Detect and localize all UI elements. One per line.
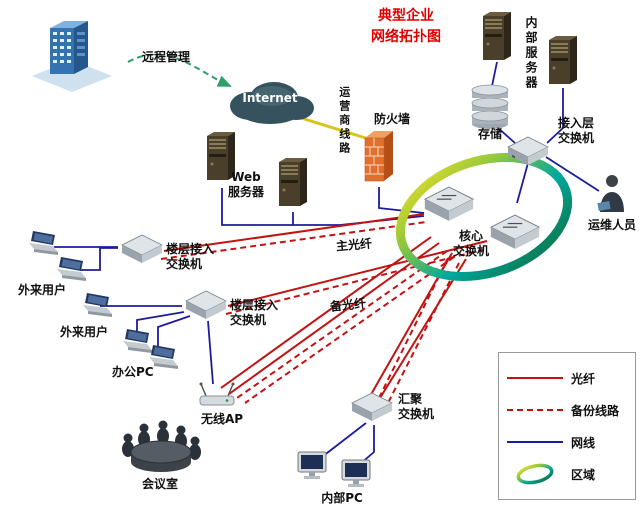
office-pc-label: 办公PC [112, 365, 154, 379]
floor-switch1-label: 楼层接入交换机 [166, 242, 215, 271]
core-switch-icon-2 [486, 210, 544, 258]
internet-cloud-icon [222, 74, 318, 132]
office-pc-laptop-icon-2 [144, 344, 182, 376]
meeting-room-label: 会议室 [141, 477, 178, 491]
internal-server-icon-2 [546, 36, 580, 94]
internal-server-icon-1 [480, 12, 514, 70]
core-zone-ring [395, 152, 573, 282]
internal-pc-icon-1 [296, 450, 332, 488]
cable-line-sample [507, 441, 563, 443]
fiber-lines [163, 213, 488, 399]
core-switch-icon-1 [420, 182, 478, 230]
external-user1-label: 外来用户 [18, 283, 67, 297]
external-user-laptop-icon-1 [24, 230, 62, 262]
access-switch-label: 接入层交换机 [557, 116, 594, 145]
web-server-icon-2 [276, 158, 310, 216]
backup-lines [160, 221, 487, 404]
zone-ring-sample [507, 461, 563, 487]
ops-staff-icon [592, 172, 632, 220]
remote-management-link [127, 53, 232, 87]
external-user-laptop-icon-2 [52, 256, 90, 288]
remote-mgmt-label: 远程管理 [142, 50, 191, 64]
meeting-room-icon [116, 414, 206, 480]
access-switch-icon [504, 134, 552, 172]
legend: 光纤 备份线路 网线 区域 [498, 352, 636, 500]
external-user2-label: 外来用户 [60, 325, 109, 339]
carrier-line-label: 运营商线路 [337, 86, 351, 156]
wireless-ap-label: 无线AP [200, 412, 244, 426]
internal-server-label: 内部服务器 [524, 16, 538, 91]
legend-label: 网线 [571, 435, 596, 450]
legend-row-backup: 备份线路 [507, 395, 627, 425]
floor-switch-icon-2 [182, 288, 230, 326]
building-icon [28, 14, 116, 98]
ops-staff-label: 运维人员 [587, 218, 636, 232]
external-user-laptop-icon-3 [78, 292, 116, 324]
aggregation-switch-label: 汇聚交换机 [398, 392, 435, 421]
legend-label: 备份线路 [571, 403, 620, 418]
web-server-icon-1 [204, 132, 238, 190]
internet-label: Internet [242, 91, 298, 105]
legend-row-cable: 网线 [507, 427, 627, 457]
legend-label: 光纤 [571, 371, 596, 386]
internal-pc-label: 内部PC [321, 491, 363, 505]
firewall-label: 防火墙 [373, 112, 410, 126]
floor-switch2-label: 楼层接入交换机 [230, 298, 279, 327]
fiber-line-sample [507, 377, 563, 379]
internal-pc-icon-2 [340, 458, 376, 496]
backup-line-sample [507, 409, 563, 411]
legend-label: 区域 [571, 467, 596, 482]
legend-row-zone: 区域 [507, 459, 627, 489]
storage-icon [468, 84, 512, 134]
diagram-title: 典型企业 网络拓扑图 [371, 8, 441, 45]
storage-label: 存储 [477, 127, 502, 141]
main-fiber-label: 主光纤 [335, 236, 373, 254]
firewall-icon [362, 128, 396, 192]
office-pc-laptop-icon-1 [118, 328, 156, 360]
core-switch-label: 核心交换机 [452, 229, 489, 258]
floor-switch-icon-1 [118, 232, 166, 270]
aggregation-switch-icon [348, 390, 396, 428]
wireless-ap-icon [196, 380, 238, 414]
legend-row-fiber: 光纤 [507, 363, 627, 393]
